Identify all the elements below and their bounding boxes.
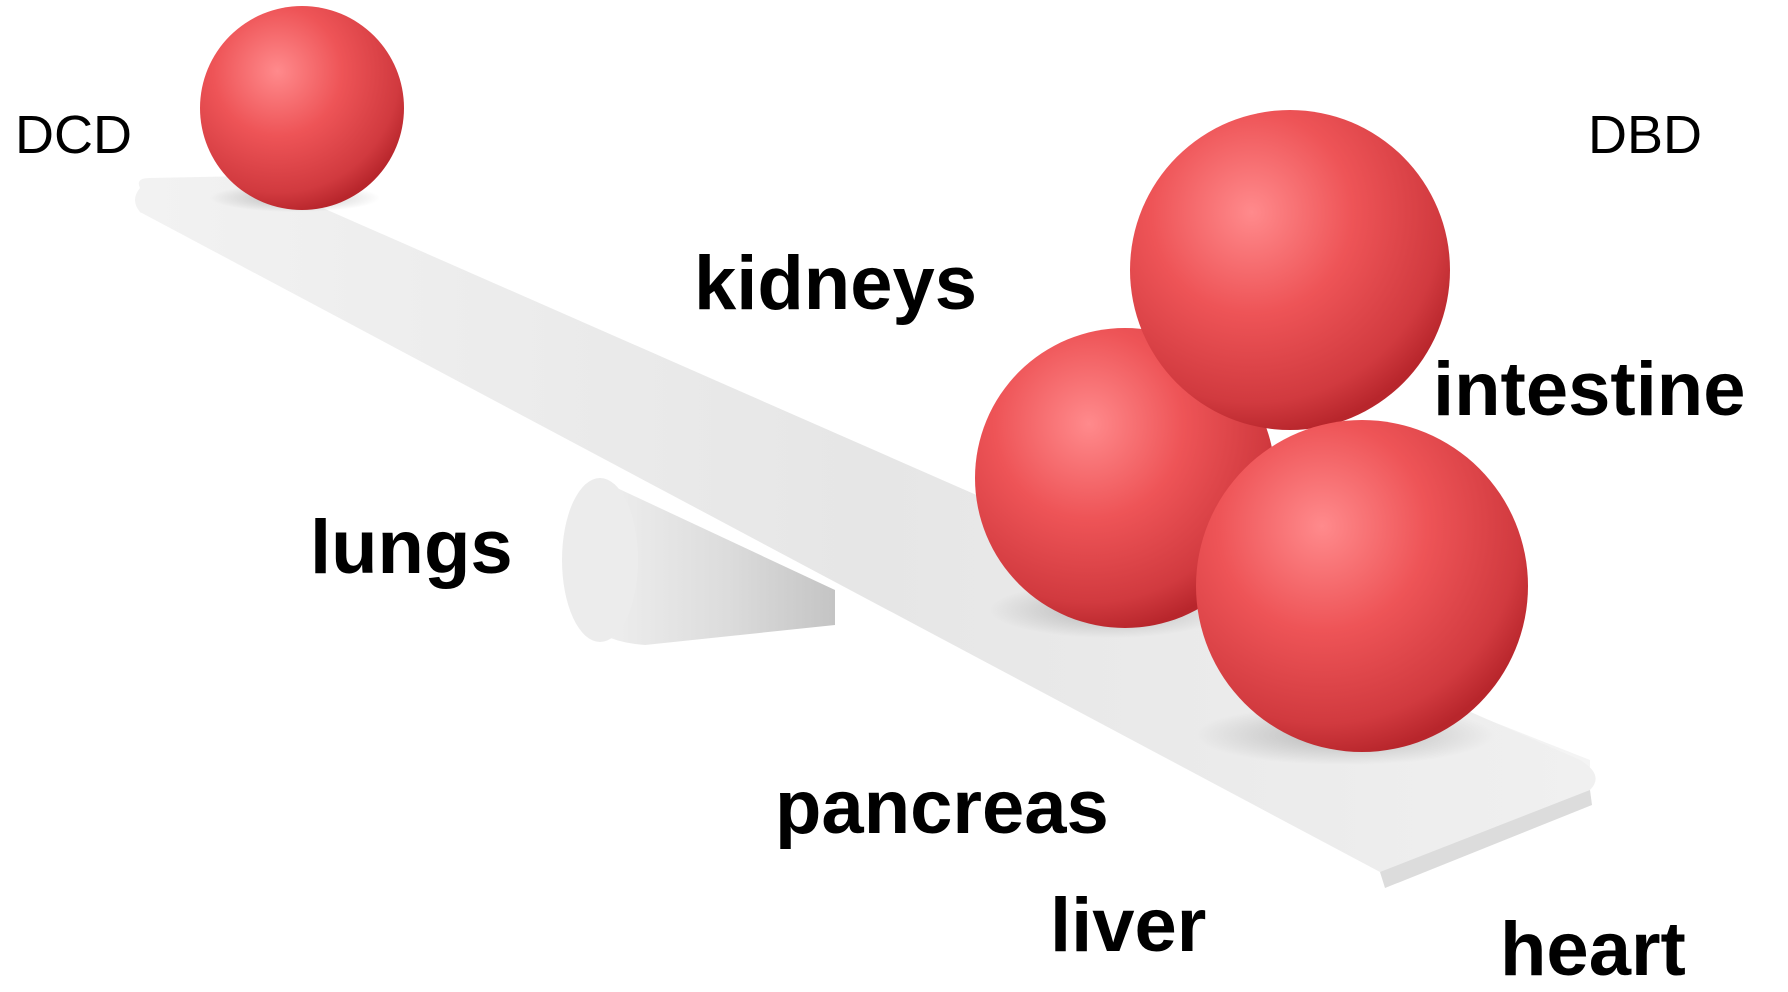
dbd-label: DBD (1588, 108, 1702, 162)
organ-label-lungs: lungs (310, 510, 513, 586)
ball-dbd-right (1196, 420, 1528, 752)
organ-label-intestine: intestine (1433, 352, 1746, 428)
organ-label-liver: liver (1050, 888, 1206, 964)
organ-label-heart: heart (1500, 912, 1686, 988)
organ-label-kidneys: kidneys (694, 246, 977, 322)
ball-dbd-top (1130, 110, 1450, 430)
dcd-label: DCD (15, 108, 132, 162)
organ-label-pancreas: pancreas (775, 770, 1109, 846)
ball-dcd (200, 6, 404, 210)
